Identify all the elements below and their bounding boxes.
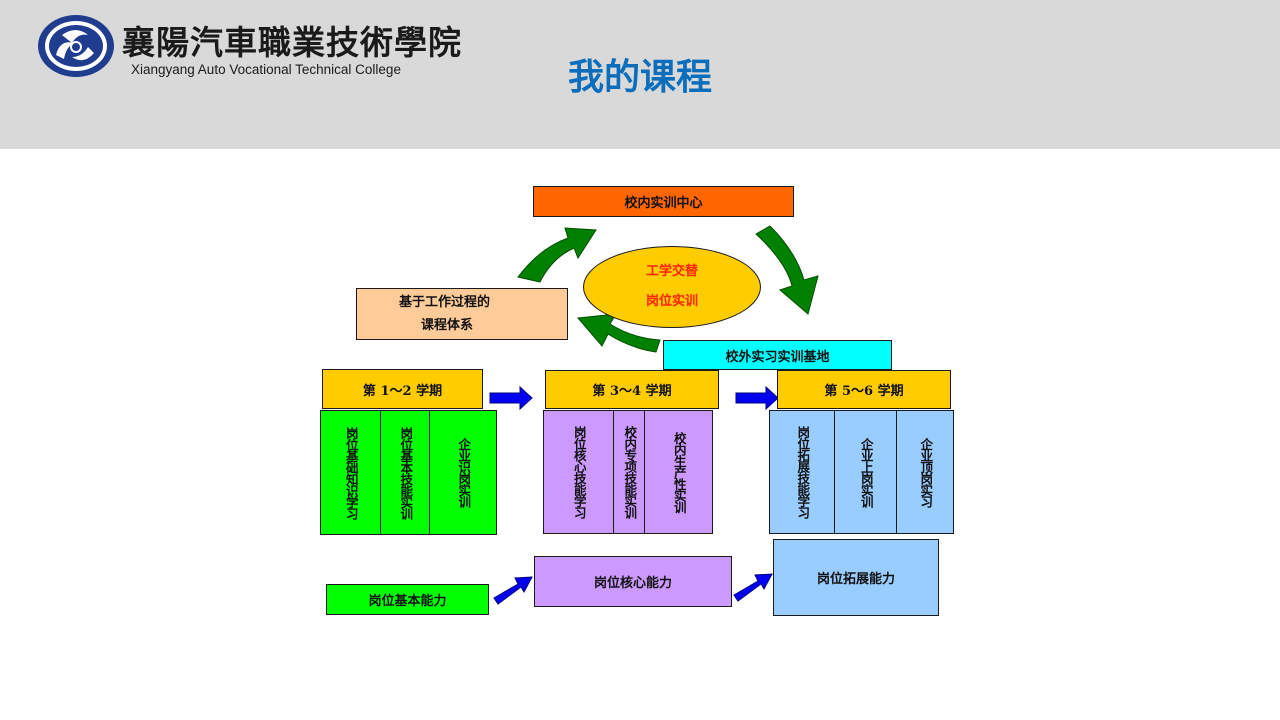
extended-ability: 岗位拓展能力 (773, 539, 939, 616)
cycle-arrow-right-down-icon (755, 225, 819, 315)
stage2-item-1: 岗位核心技能学习 (543, 410, 614, 534)
course-system-line-2: 课程体系 (421, 318, 474, 333)
extended-ability-label: 岗位拓展能力 (816, 572, 895, 587)
ability-arrow-2-icon (733, 573, 773, 602)
basic-ability: 岗位基本能力 (326, 584, 489, 615)
page-title: 我的课程 (567, 57, 712, 98)
ellipse-line-1: 工学交替 (645, 264, 698, 279)
stage3-item-2: 企业上岗实训 (834, 410, 897, 534)
course-system-line-1: 基于工作过程的 (399, 295, 491, 310)
stage2-item-1-label: 岗位核心技能学习 (571, 426, 587, 518)
core-ability: 岗位核心能力 (534, 556, 732, 607)
stage3-item-1: 岗位拓展技能学习 (769, 410, 835, 534)
stage3-item-3-label: 企业顶岗实习 (918, 437, 934, 507)
stage1-item-3-label: 企业识岗实训 (456, 438, 472, 507)
stage1-item-3: 企业识岗实训 (429, 410, 497, 535)
stage2-item-3-label: 校内生产性实训 (671, 431, 687, 513)
ability-arrow-1-icon (493, 576, 533, 605)
on-campus-training-center-label: 校内实训中心 (624, 196, 703, 211)
header-bar: 襄陽汽車職業技術學院 Xiangyang Auto Vocational Tec… (0, 0, 1280, 149)
stage1-item-2-label: 岗位基本技能实训 (398, 426, 414, 519)
cycle-arrow-left-up-icon (517, 227, 597, 283)
stage1-item-1: 岗位基础知识学习 (320, 410, 381, 535)
stage2-item-2: 校内专项技能实训 (613, 410, 645, 534)
work-study-ellipse: 工学交替 岗位实训 (583, 246, 761, 328)
stage3-item-2-label: 企业上岗实训 (858, 437, 874, 507)
semester-1-2-label: 第 1～2 学期 (362, 383, 443, 399)
college-name-chinese: 襄陽汽車職業技術學院 (122, 23, 462, 62)
ellipse-line-2: 岗位实训 (645, 294, 698, 309)
on-campus-training-center: 校内实训中心 (533, 186, 794, 217)
semester-arrow-1-icon (489, 385, 533, 411)
core-ability-label: 岗位核心能力 (593, 576, 672, 591)
work-process-course-system: 基于工作过程的 课程体系 (356, 288, 568, 340)
stage2-item-3: 校内生产性实训 (644, 410, 713, 534)
college-emblem-icon (38, 15, 114, 77)
stage3-item-1-label: 岗位拓展技能学习 (795, 426, 811, 518)
semester-3-4: 第 3～4 学期 (545, 370, 719, 409)
college-name-english: Xiangyang Auto Vocational Technical Coll… (131, 62, 401, 77)
semester-3-4-label: 第 3～4 学期 (592, 384, 672, 399)
semester-5-6: 第 5～6 学期 (777, 370, 951, 409)
semester-5-6-label: 第 5～6 学期 (824, 384, 904, 399)
stage2-item-2-label: 校内专项技能实训 (622, 426, 638, 518)
semester-1-2: 第 1～2 学期 (322, 369, 483, 409)
basic-ability-label: 岗位基本能力 (368, 594, 447, 609)
stage3-item-3: 企业顶岗实习 (896, 410, 954, 534)
semester-arrow-2-icon (735, 385, 779, 411)
off-campus-training-base-label: 校外实习实训基地 (725, 349, 830, 365)
stage1-item-1-label: 岗位基础知识学习 (343, 426, 359, 519)
cycle-arrow-bottom-left-icon (577, 313, 661, 353)
stage1-item-2: 岗位基本技能实训 (380, 410, 430, 535)
off-campus-training-base: 校外实习实训基地 (663, 340, 892, 370)
